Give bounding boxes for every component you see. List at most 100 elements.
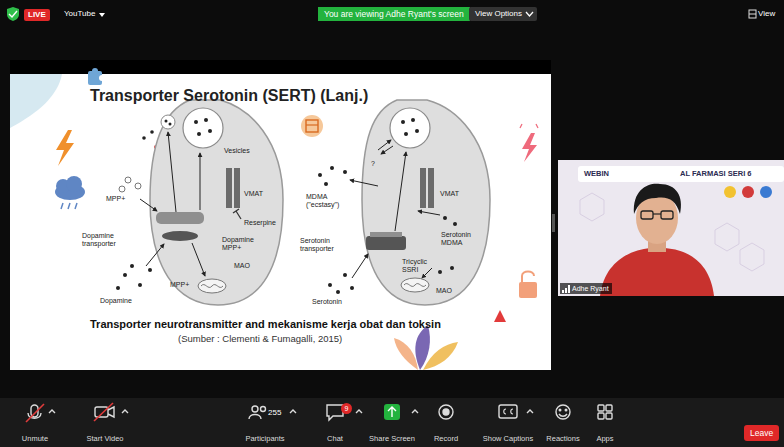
view-icon (749, 10, 756, 18)
shape (381, 146, 393, 154)
shield-icon (7, 7, 19, 21)
shape (404, 132, 408, 136)
shape (204, 118, 208, 122)
shape (580, 193, 604, 221)
lock-icon (519, 282, 537, 298)
shape (290, 410, 296, 413)
shape (122, 410, 128, 413)
part-label: VMAT (440, 190, 459, 198)
part-label: ? (371, 160, 375, 168)
shape (450, 266, 454, 270)
shape (634, 184, 681, 214)
shape (606, 413, 612, 419)
shape (324, 182, 328, 186)
shape (123, 273, 127, 277)
shape (565, 288, 567, 293)
leave-button: Leave (744, 425, 779, 441)
node-text: LIVE (28, 10, 46, 19)
shape (142, 136, 146, 140)
triangle-icon (494, 310, 506, 322)
node-text: 9 (345, 405, 349, 412)
shape (249, 415, 261, 420)
node-text: View Options (475, 9, 522, 18)
shape (438, 270, 442, 274)
shape (404, 284, 426, 287)
screen-share-banner: You are viewing Adhe Ryant's screen (318, 7, 470, 21)
serotonin-neuron (318, 100, 490, 305)
part-label: MDMA ("ecstasy") (306, 193, 354, 209)
shape (194, 120, 198, 124)
shape (156, 212, 204, 224)
name-tag: Adhe Ryant (560, 283, 612, 294)
part-label: Dopamine MPP+ (222, 236, 260, 252)
shape (261, 407, 266, 412)
part-label: Dopamine transporter (82, 232, 130, 248)
shape (749, 14, 756, 15)
part-label: Serotonin transporter (300, 237, 352, 253)
shape (138, 283, 142, 287)
dopamine-neuron (116, 100, 283, 305)
shape (428, 168, 434, 208)
participant-count: 255 (268, 408, 281, 417)
banner-text: AL FARMASI SERI 6 (680, 169, 752, 178)
shape (350, 180, 378, 186)
toolbar-label: Participants (227, 434, 303, 443)
toolbar (0, 398, 784, 447)
shape (504, 409, 513, 414)
shape (415, 129, 419, 133)
shape (418, 211, 440, 215)
shape (197, 132, 201, 136)
part-label: MPP+ (106, 195, 125, 203)
shape (453, 222, 457, 226)
shape (522, 272, 534, 283)
live-badge: LIVE (24, 9, 50, 21)
shape (165, 120, 168, 123)
menu-label: YouTube (64, 9, 95, 18)
box-icon (301, 115, 323, 137)
slide-title: Transporter Serotonin (SERT) (Lanj.) (90, 87, 368, 105)
shape (742, 186, 754, 198)
shape (343, 170, 347, 174)
shape (661, 211, 673, 219)
shape (49, 410, 55, 413)
shape (183, 108, 223, 148)
toolbar-label: Reactions (525, 434, 601, 443)
shape (526, 12, 533, 16)
toolbar-label: Chat (297, 434, 373, 443)
shape (68, 203, 70, 209)
shape (390, 108, 430, 148)
node-text: Adhe Ryant (572, 285, 609, 292)
shape (565, 409, 567, 411)
splitter-handle (552, 214, 555, 232)
shape (343, 273, 347, 277)
toolbar-label: Share Screen (354, 434, 430, 443)
shape (411, 118, 415, 122)
shape (520, 124, 522, 128)
shape (443, 409, 449, 415)
shape (412, 410, 418, 413)
shape (740, 243, 764, 271)
shape (336, 290, 340, 294)
source-note: (Sumber : Clementi & Fumagalli, 2015) (178, 333, 342, 344)
shape (578, 166, 784, 182)
part-label: Reserpine (244, 219, 276, 227)
lightning-icon (56, 130, 74, 166)
shape (715, 223, 739, 251)
shape (9, 11, 17, 17)
shape (198, 279, 226, 293)
toolbar-icons (26, 403, 612, 422)
shape (366, 236, 406, 250)
node-text: You are viewing Adhe Ryant's screen (324, 9, 464, 19)
shape (116, 286, 120, 290)
shape (125, 177, 131, 183)
shape (598, 405, 604, 411)
shape (75, 203, 77, 209)
shape (161, 115, 175, 129)
shape (169, 123, 172, 126)
shape (330, 166, 334, 170)
shape (146, 244, 164, 266)
shape (606, 405, 612, 411)
shape (558, 160, 784, 296)
